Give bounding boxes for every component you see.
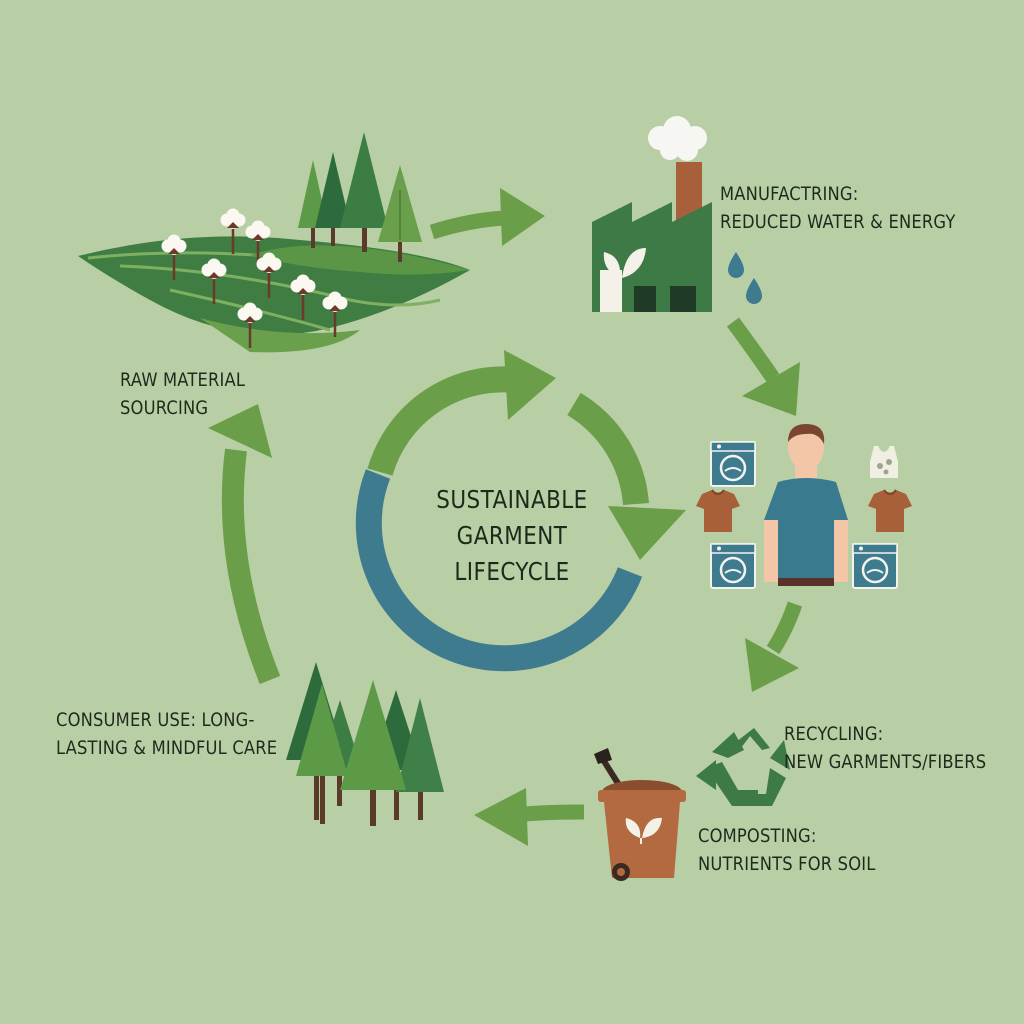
arrow-to-raw-material [208, 404, 281, 685]
label-consumer-use: CONSUMER USE: LONG- LASTING & MINDFUL CA… [56, 706, 277, 762]
label-composting: COMPOSTING: NUTRIENTS FOR SOIL [698, 822, 875, 878]
cotton-field-icon [78, 132, 470, 353]
label-raw-material-sourcing: RAW MATERIAL SOURCING [120, 366, 245, 422]
smoke-cloud [648, 116, 707, 161]
arrow-to-manufacturing [429, 188, 545, 246]
cycle-arrow-icon [355, 350, 686, 672]
label-recycling: RECYCLING: NEW GARMENTS/FIBERS [784, 720, 986, 776]
factory-icon [592, 116, 762, 312]
tank-top-icon [870, 446, 898, 478]
label-line: LASTING & MINDFUL CARE [56, 737, 278, 759]
t-shirt-icon [695, 489, 741, 533]
label-line: COMPOSTING: [698, 825, 817, 847]
title-line-2: GARMENT [456, 521, 568, 550]
consumer-icon [695, 424, 913, 590]
washing-machine-icon [709, 440, 757, 488]
label-line: SOURCING [120, 397, 209, 419]
forest-icon [286, 662, 444, 826]
water-drop-icon [728, 252, 762, 304]
label-line: RECYCLING: [784, 723, 884, 745]
diagram-title: SUSTAINABLE GARMENT LIFECYCLE [409, 482, 615, 590]
arrow-to-consumer-forest [474, 788, 585, 846]
leaf-icon [603, 248, 646, 278]
t-shirt-icon [867, 489, 913, 533]
label-line: NEW GARMENTS/FIBERS [784, 751, 987, 773]
person-icon [764, 424, 848, 586]
washing-machine-icon [851, 542, 899, 590]
washing-machine-icon [709, 542, 757, 590]
arrow-to-consumer-use [726, 317, 800, 416]
title-line-1: SUSTAINABLE [436, 485, 588, 514]
label-line: REDUCED WATER & ENERGY [720, 211, 956, 233]
label-line: MANUFACTRING: [720, 183, 859, 205]
label-line: RAW MATERIAL [120, 369, 246, 391]
title-line-3: LIFECYCLE [454, 557, 570, 586]
label-line: NUTRIENTS FOR SOIL [698, 853, 876, 875]
label-line: CONSUMER USE: LONG- [56, 709, 255, 731]
recycle-icon [696, 728, 790, 806]
compost-bin-icon [594, 748, 686, 881]
arrow-to-recycling [745, 601, 803, 692]
label-manufacturing: MANUFACTRING: REDUCED WATER & ENERGY [720, 180, 956, 236]
